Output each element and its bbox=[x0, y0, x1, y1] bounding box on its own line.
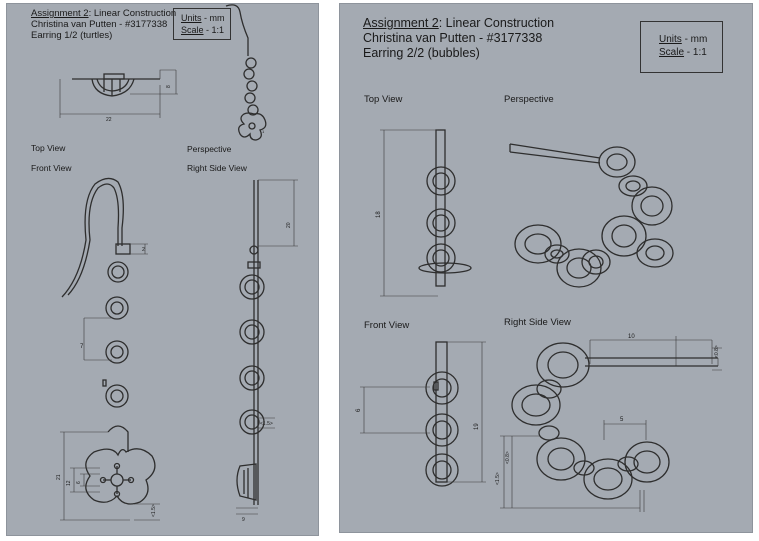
right-side-dim-wire-b: <0.8> bbox=[505, 451, 511, 464]
left-units-label: Units bbox=[181, 13, 202, 23]
right-title: Assignment 2: Linear Construction bbox=[363, 16, 554, 30]
left-top-view-label: Top View bbox=[31, 143, 66, 153]
right-top-dim-height: 18 bbox=[376, 211, 382, 218]
right-scale-rest: - 1:1 bbox=[684, 47, 707, 58]
sheet-earring-bubbles bbox=[339, 3, 753, 533]
left-earring-name: Earring 1/2 (turtles) bbox=[31, 30, 113, 41]
right-units-label: Units bbox=[659, 34, 682, 45]
sheet-earring-turtles bbox=[6, 3, 319, 536]
right-right-side-view-label: Right Side View bbox=[504, 317, 571, 328]
left-persp-tiny-label: 1 bbox=[262, 129, 265, 134]
left-front-dim-total: 21 bbox=[56, 474, 62, 480]
right-units-box bbox=[640, 21, 723, 73]
left-scale-label: Scale bbox=[181, 25, 204, 35]
left-right-side-view-drawing: 20 <1.5> 9 bbox=[236, 179, 298, 523]
left-perspective-drawing: 1 bbox=[225, 4, 267, 141]
left-units-box bbox=[173, 8, 231, 40]
left-units-rest: - mm bbox=[201, 13, 225, 23]
right-front-dim-total: 19 bbox=[474, 423, 480, 430]
left-front-dim-link: 7 bbox=[80, 344, 84, 350]
right-scale-label: Scale bbox=[659, 47, 685, 58]
right-right-side-view-drawing: 10 <0.8> 5 <1.5> <0.8> bbox=[495, 334, 722, 512]
right-side-dim-pin-len: 10 bbox=[628, 334, 635, 340]
left-top-dim-width: 22 bbox=[106, 117, 112, 123]
right-assignment-label: Assignment 2 bbox=[363, 16, 439, 30]
left-side-dim-wire: <1.5> bbox=[260, 421, 273, 427]
left-assignment-rest: : Linear Construction bbox=[88, 8, 177, 19]
left-top-dim-height: 8 bbox=[166, 85, 172, 88]
left-front-dim-flower-h: 12 bbox=[66, 480, 72, 486]
left-front-dim-wire: <1.5> bbox=[151, 504, 157, 517]
right-units: Units - mm bbox=[659, 34, 707, 46]
left-units: Units - mm bbox=[181, 13, 225, 23]
left-front-dim-pin: 2 bbox=[142, 247, 145, 253]
left-author: Christina van Putten - #3177338 bbox=[31, 19, 168, 30]
right-front-view-drawing: 6 19 bbox=[356, 341, 486, 487]
right-side-dim-wire-a: <1.5> bbox=[495, 472, 501, 485]
left-side-dim-bottom: 9 bbox=[242, 517, 245, 523]
right-side-dim-ring-w: 5 bbox=[620, 417, 624, 423]
left-assignment-label: Assignment 2 bbox=[31, 8, 89, 19]
right-front-view-label: Front View bbox=[364, 320, 410, 331]
right-perspective-label: Perspective bbox=[504, 94, 554, 105]
left-scale: Scale - 1:1 bbox=[181, 25, 224, 35]
right-earring-name: Earring 2/2 (bubbles) bbox=[363, 46, 480, 60]
right-units-rest: - mm bbox=[681, 34, 708, 45]
right-author: Christina van Putten - #3177338 bbox=[363, 31, 543, 45]
left-right-side-view-label: Right Side View bbox=[187, 163, 247, 173]
left-front-dim-flower-w: 6 bbox=[76, 481, 82, 484]
right-scale: Scale - 1:1 bbox=[659, 47, 707, 59]
left-perspective-label: Perspective bbox=[187, 144, 232, 154]
left-front-view-drawing: 2 7 21 12 6 <1.5> bbox=[56, 177, 160, 521]
left-title: Assignment 2: Linear Construction bbox=[31, 8, 177, 20]
left-top-view-drawing: 8 22 bbox=[59, 69, 178, 123]
right-top-view-label: Top View bbox=[364, 94, 403, 105]
right-top-view-drawing: 18 bbox=[376, 129, 472, 297]
right-front-dim-link: 6 bbox=[356, 408, 362, 412]
right-side-dim-pin-d: <0.8> bbox=[714, 345, 720, 358]
right-perspective-drawing bbox=[509, 143, 674, 288]
right-assignment-rest: : Linear Construction bbox=[438, 16, 555, 30]
left-scale-rest: - 1:1 bbox=[203, 25, 225, 35]
left-side-dim-height: 20 bbox=[286, 222, 292, 228]
left-front-view-label: Front View bbox=[31, 163, 72, 173]
